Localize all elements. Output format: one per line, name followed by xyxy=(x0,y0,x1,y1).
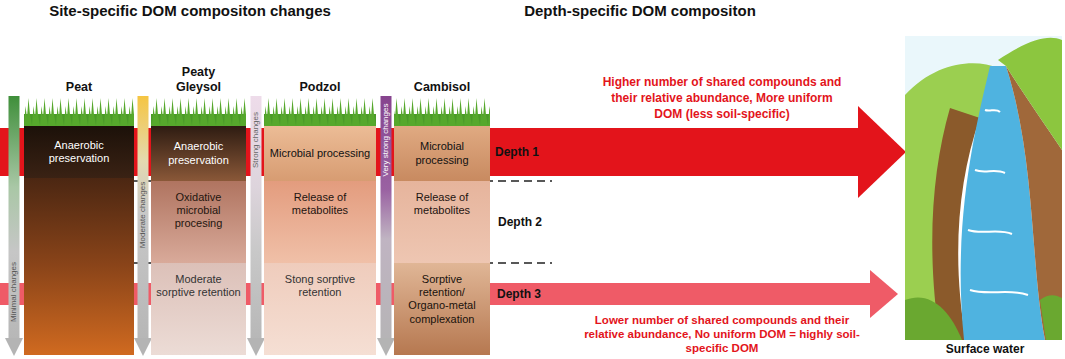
soil-layer: Microbial processing xyxy=(394,126,490,181)
soil-layer: Anaerobic preservation xyxy=(24,126,134,178)
change-arrow xyxy=(5,96,23,356)
change-arrow xyxy=(134,96,152,356)
arrow-head xyxy=(858,106,906,198)
illustration-caption: Surface water xyxy=(946,342,1025,356)
river-illustration xyxy=(905,36,1062,340)
soil-profile: CambisolMicrobial processingRelease of m… xyxy=(394,60,490,355)
soil-layer: Stong sorptive retention xyxy=(264,263,376,355)
soil-layer: Release of metabolites xyxy=(394,181,490,263)
depth-note: Lower number of shared compounds and the… xyxy=(581,313,863,355)
process-text: Sorptive retention/ Organo-metal complex… xyxy=(398,273,486,326)
soil-profile: PeatAnaerobic preservation xyxy=(24,60,134,355)
soil-profile: PodzolMicrobial processingRelease of met… xyxy=(264,60,376,355)
change-label: Minimal changes xyxy=(9,262,19,322)
soil-name: Peaty Gleysol xyxy=(171,65,227,96)
arrow-head xyxy=(870,270,898,318)
depth-label: Depth 1 xyxy=(495,145,539,159)
soil-layer: Anaerobic preservation xyxy=(151,126,246,181)
soil-layer: Sorptive retention/ Organo-metal complex… xyxy=(394,263,490,355)
soil-layer: Release of metabolites xyxy=(264,181,376,263)
soil-name: Podzol xyxy=(300,80,341,96)
process-text: Microbial processing xyxy=(270,147,370,160)
change-arrow xyxy=(247,96,265,356)
soil-layer: Oxidative microbial procesing xyxy=(151,181,246,263)
process-text: Anaerobic preservation xyxy=(155,140,242,166)
change-label: Very strong changes xyxy=(381,104,391,177)
soil-name: Cambisol xyxy=(414,80,470,96)
change-arrow xyxy=(377,96,395,356)
process-text: Microbial processing xyxy=(398,140,486,166)
soil-layer: Microbial processing xyxy=(264,126,376,181)
heading: Depth-specific DOM compositon xyxy=(524,2,756,20)
peat-body xyxy=(24,176,134,355)
process-text: Moderate sorptive retention xyxy=(155,273,242,299)
soil-name: Peat xyxy=(66,80,92,96)
depth-label: Depth 3 xyxy=(497,287,541,301)
soil-layer: Moderate sorptive retention xyxy=(151,263,246,355)
process-text: Release of metabolites xyxy=(398,191,486,217)
heading: Site-specific DOM compositon changes xyxy=(49,2,331,20)
process-text: Anaerobic preservation xyxy=(28,139,130,165)
depth-label: Depth 2 xyxy=(498,215,542,229)
change-label: Moderate changes xyxy=(138,182,148,248)
process-text: Stong sorptive retention xyxy=(268,273,372,299)
change-label: Strong changes xyxy=(251,112,261,168)
profile-heading: Cambisol xyxy=(394,60,490,96)
process-text: Release of metabolites xyxy=(268,191,372,217)
profile-heading: Peaty Gleysol xyxy=(171,60,227,96)
profile-heading: Peat xyxy=(24,60,134,96)
soil-profile: Peaty GleysolAnaerobic preservationOxida… xyxy=(151,60,246,355)
depth-note: Higher number of shared compounds and th… xyxy=(597,74,847,122)
profile-heading: Podzol xyxy=(264,60,376,96)
process-text: Oxidative microbial procesing xyxy=(155,191,242,231)
